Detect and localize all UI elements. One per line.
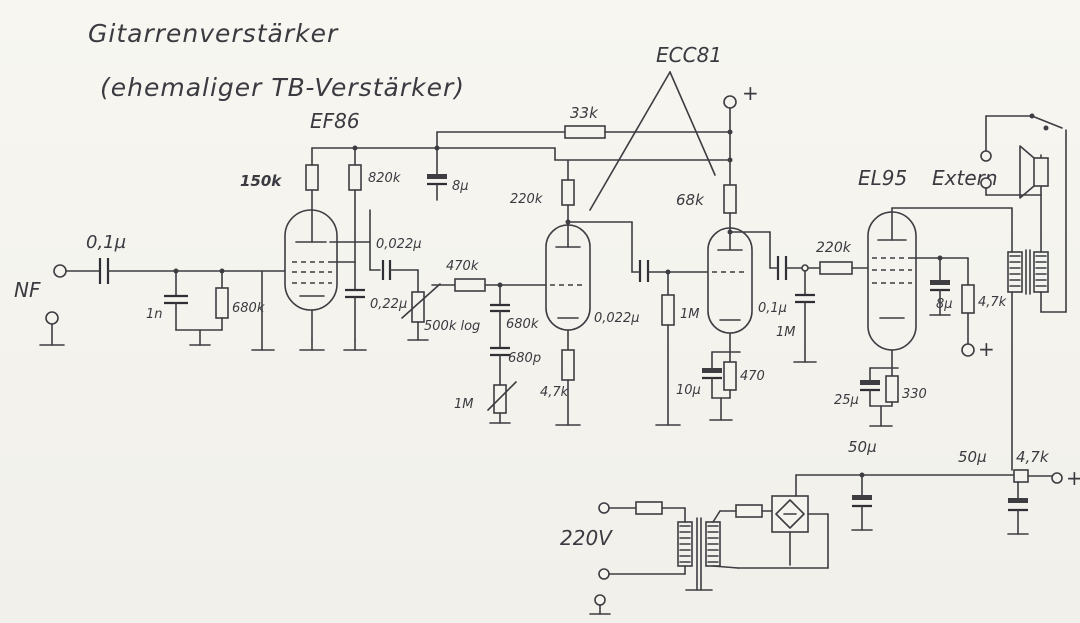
capacitor-8u-b xyxy=(929,257,951,316)
r-680k-b-label: 680k xyxy=(506,317,539,332)
c-680p-label: 680p xyxy=(508,351,541,366)
c-25u-label: 25µ xyxy=(834,393,859,408)
c-50u-b-label: 50µ xyxy=(958,448,987,466)
mains-transformer xyxy=(677,517,721,591)
ground-symbol xyxy=(589,594,611,615)
resistor-820k xyxy=(348,147,362,263)
resistor-220k-a xyxy=(561,179,575,206)
r-68k-label: 68k xyxy=(676,191,705,209)
resistor-47k-b xyxy=(961,257,975,345)
capacitor-1n xyxy=(164,270,188,331)
r-47k-c-label: 4,7k xyxy=(1016,448,1050,466)
resistor-1m-a xyxy=(655,271,681,426)
c-10u-label: 10µ xyxy=(676,383,701,398)
mains-terminal-2 xyxy=(598,568,610,580)
input-coupling-capacitor xyxy=(98,258,110,284)
resistor-47k-a xyxy=(555,349,581,426)
capacitor-25u xyxy=(860,367,880,407)
r-47k-b-label: 4,7k xyxy=(978,295,1007,310)
plus-out-label: + xyxy=(1066,466,1080,490)
r-150k-label: 150k xyxy=(240,172,282,190)
capacitor-022u xyxy=(343,261,367,351)
resistor-470 xyxy=(723,351,737,399)
el95-label: EL95 xyxy=(858,166,907,190)
c-0022-b-label: 0,022µ xyxy=(594,311,640,326)
r-1m-a-label: 1M xyxy=(680,307,700,322)
output-bplus-terminal xyxy=(1051,472,1063,484)
r-220k-a-label: 220k xyxy=(510,192,543,207)
capacitor-50u-a xyxy=(851,474,873,531)
r-820k-label: 820k xyxy=(368,171,401,186)
capacitor-680p xyxy=(490,303,510,313)
resistor-68k xyxy=(723,184,737,251)
capacitor-0022-b xyxy=(638,260,650,282)
bridge-rectifier xyxy=(771,495,809,533)
volume-potentiometer xyxy=(401,269,441,341)
input-terminal xyxy=(39,264,67,346)
resistor-150k xyxy=(305,164,319,191)
c-in-label: 0,1µ xyxy=(86,232,126,253)
r-470-label: 470 xyxy=(740,369,765,384)
tube-ef86 xyxy=(284,209,338,311)
resistor-470k xyxy=(454,278,486,292)
el95-bplus-terminal xyxy=(961,343,975,357)
r-33k-label: 33k xyxy=(570,104,599,122)
treble-potentiometer xyxy=(487,381,517,424)
pot-500k-label: 500k log xyxy=(424,319,480,334)
c-8u-a-label: 8µ xyxy=(452,179,469,194)
c-022-label: 0,22µ xyxy=(370,297,407,312)
capacitor-01u-b xyxy=(776,256,788,280)
capacitor-10u xyxy=(702,351,722,399)
r-47k-a-label: 4,7k xyxy=(540,385,569,400)
c-0022-a-label: 0,022µ xyxy=(376,237,422,252)
capacitor-8u-a xyxy=(427,147,447,201)
title-line-2: (ehemaliger TB-Verstärker) xyxy=(100,73,465,102)
resistor-1m-b xyxy=(793,270,817,363)
c-01u-b-label: 0,1µ xyxy=(758,301,787,316)
capacitor-0022-a xyxy=(381,260,392,280)
fuse-secondary xyxy=(735,504,763,518)
resistor-680k-grid xyxy=(215,270,229,331)
resistor-47k-c xyxy=(1013,469,1029,483)
r-680k-a-label: 680k xyxy=(232,301,265,316)
mains-voltage-label: 220V xyxy=(560,526,613,550)
pot-1m-label: 1M xyxy=(454,397,474,412)
plus-el95-label: + xyxy=(978,337,995,361)
r-470k-label: 470k xyxy=(446,259,479,274)
fuse-mains xyxy=(635,501,663,515)
r-220k-b-label: 220k xyxy=(816,240,852,256)
output-transformer xyxy=(1007,249,1049,295)
resistor-220k-b xyxy=(819,261,853,275)
plus-top-label: + xyxy=(742,81,759,105)
c-8u-b-label: 8µ xyxy=(936,297,953,312)
resistor-330 xyxy=(885,367,899,407)
resistor-33k xyxy=(564,125,606,139)
speaker-icon xyxy=(1019,145,1049,199)
bplus-terminal xyxy=(723,95,737,109)
ecc81-label: ECC81 xyxy=(656,43,722,67)
input-label: NF xyxy=(14,278,41,302)
capacitor-50u-b xyxy=(1007,481,1029,535)
ef86-label: EF86 xyxy=(310,109,360,133)
c-1n-label: 1n xyxy=(146,307,163,322)
r-330-label: 330 xyxy=(902,387,927,402)
speaker-switch xyxy=(980,113,1063,196)
mains-terminal-1 xyxy=(598,502,610,514)
r-1m-b-label: 1M xyxy=(776,325,796,340)
title-line-1: Gitarrenverstärker xyxy=(88,19,339,48)
c-50u-a-label: 50µ xyxy=(848,438,877,456)
